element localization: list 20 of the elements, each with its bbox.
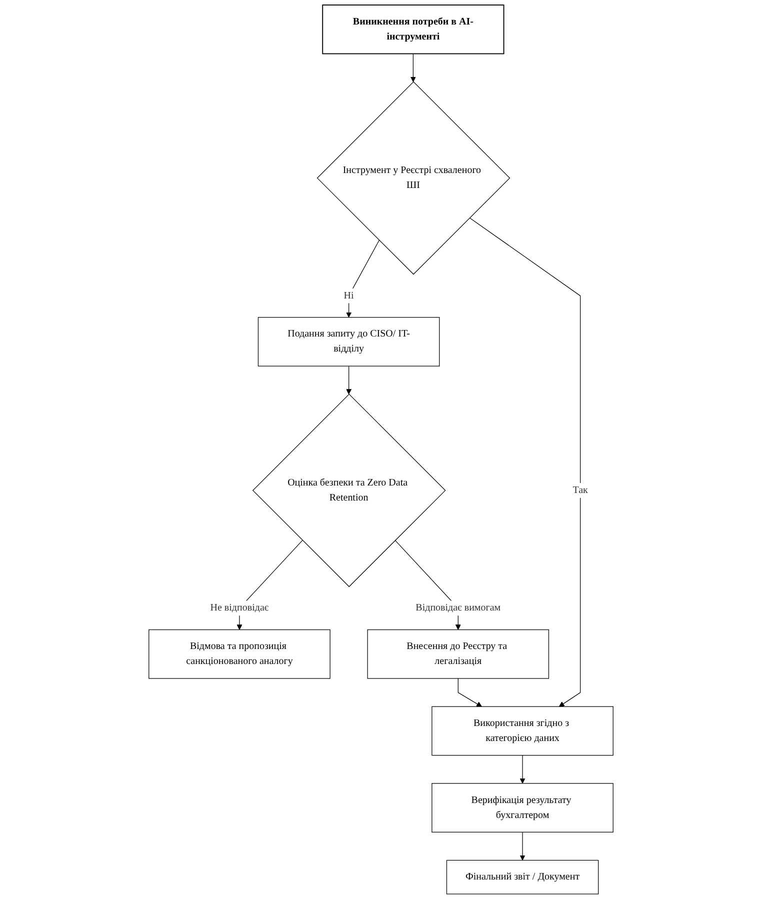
node-diamond: Оцінка безпеки та Zero Data Retention xyxy=(252,394,446,588)
arrow xyxy=(346,240,380,318)
edge-label: Не відповідає xyxy=(210,602,269,614)
arrow xyxy=(410,53,416,82)
node-diamond: Інструмент у Реєстрі схваленого ШІ xyxy=(316,81,510,275)
node-box: Внесення до Реєстру та легалізація xyxy=(367,629,550,679)
node-box: Виникнення потреби в AI-інструменті xyxy=(322,4,504,54)
arrow xyxy=(520,755,526,784)
edge-label: Ні xyxy=(344,290,354,301)
node-box: Фінальний звіт / Документ xyxy=(446,860,599,894)
arrow xyxy=(520,832,526,861)
edge-label: Так xyxy=(572,484,588,496)
node-box: Подання запиту до CISO/ IT-відділу xyxy=(258,317,440,366)
arrow xyxy=(346,366,352,394)
edge-label: Відповідає вимогам xyxy=(416,602,501,614)
arrow xyxy=(458,678,482,707)
node-box: Верифікація результату бухгалтером xyxy=(432,783,614,832)
arrow xyxy=(469,218,581,707)
node-box: Використання згідно з категорією даних xyxy=(432,706,614,756)
node-box: Відмова та пропозиція санкціонованого аналогу xyxy=(148,629,330,679)
